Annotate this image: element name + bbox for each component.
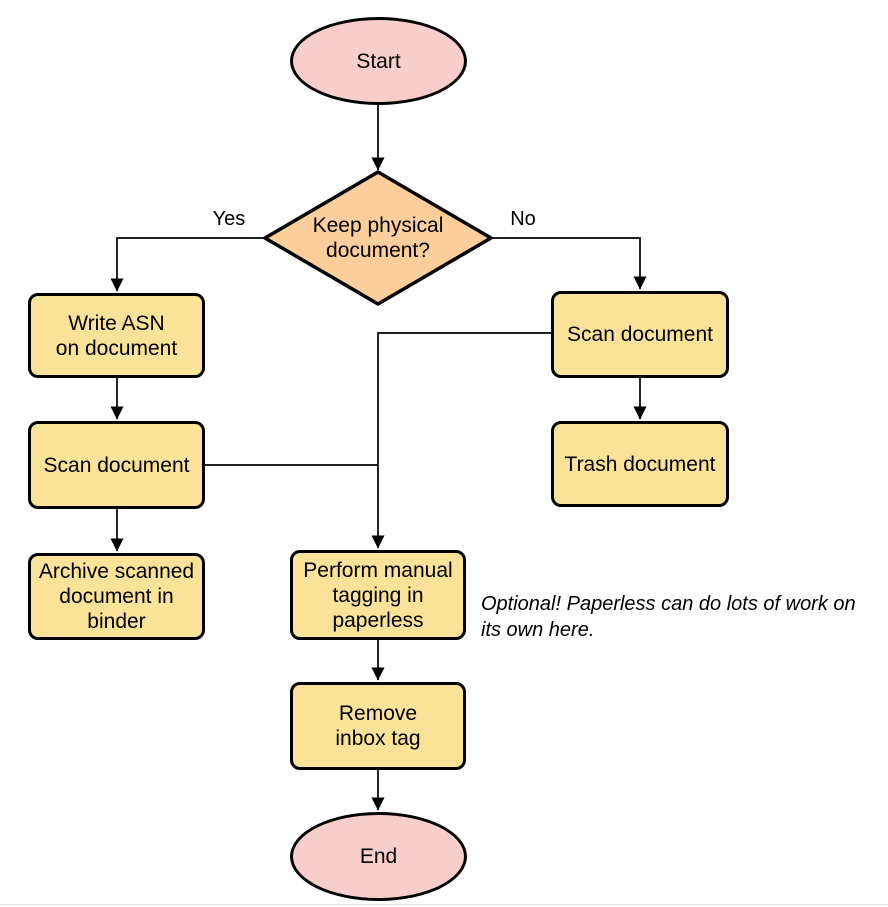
edge-scanright-to-tagging bbox=[371, 332, 551, 549]
process-scan-document-left-label: Scan document bbox=[43, 453, 190, 477]
process-scan-document-right-label: Scan document bbox=[567, 323, 713, 346]
process-remove-inbox-tag-node: Remove inbox tag bbox=[290, 682, 466, 770]
start-node-label: Start bbox=[356, 49, 401, 73]
end-node: End bbox=[290, 812, 467, 901]
process-manual-tagging-node: Perform manual tagging in paperless bbox=[290, 550, 466, 640]
edge-label-yes: Yes bbox=[212, 208, 246, 230]
process-archive-binder-node: Archive scanned document in binder bbox=[28, 553, 205, 640]
process-trash-document-label: Trash document bbox=[564, 452, 716, 476]
start-node: Start bbox=[290, 17, 467, 105]
edge-decision-yes bbox=[110, 237, 265, 292]
process-archive-binder-label: Archive scanned document in binder bbox=[38, 560, 195, 633]
end-node-label: End bbox=[359, 845, 398, 868]
edge-decision-no bbox=[490, 237, 647, 290]
process-scan-document-right-node: Scan document bbox=[551, 291, 729, 378]
process-trash-document-node: Trash document bbox=[551, 421, 729, 507]
edge-label-no: No bbox=[510, 208, 536, 230]
process-scan-document-left-node: Scan document bbox=[28, 421, 205, 509]
process-write-asn-label: Write ASN on document bbox=[55, 311, 178, 360]
process-write-asn-node: Write ASN on document bbox=[28, 293, 205, 378]
process-remove-inbox-tag-label: Remove inbox tag bbox=[335, 702, 421, 750]
page-bottom-divider bbox=[0, 904, 888, 905]
decision-keep-physical-node: Keep physical document? bbox=[265, 172, 491, 304]
process-manual-tagging-label: Perform manual tagging in paperless bbox=[303, 558, 453, 632]
annotation-optional-note: Optional! Paperless can do lots of work … bbox=[481, 593, 856, 641]
decision-keep-physical-label: Keep physical document? bbox=[312, 214, 444, 262]
